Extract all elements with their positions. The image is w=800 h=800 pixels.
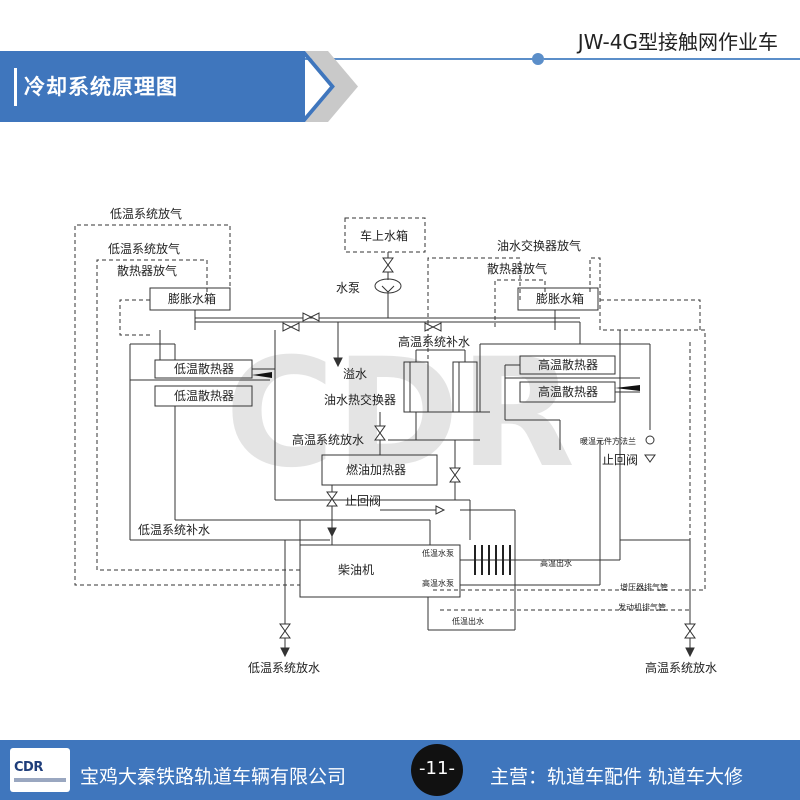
- label-low-temp-makeup: 低温系统补水: [138, 523, 210, 537]
- label-high-temp-outlet: 高温出水: [540, 558, 572, 568]
- expansion-tank-right: [517, 287, 599, 311]
- company-logo-text: CDR: [14, 760, 43, 775]
- label-fuel-heater: 燃油加热器: [346, 462, 406, 477]
- label-high-temp-makeup: 高温系统补水: [398, 334, 470, 349]
- label-onboard-water-tank: 车上水箱: [360, 228, 408, 243]
- page-number: -11-: [419, 758, 455, 779]
- company-name: 宝鸡大秦铁路轨道车辆有限公司: [80, 766, 347, 788]
- section-banner: [0, 51, 305, 122]
- label-radiator-vent-left: 散热器放气: [117, 263, 177, 278]
- page-number-badge: [411, 744, 463, 796]
- label-low-temp-radiator-2: 低温散热器: [174, 388, 234, 403]
- label-check-valve-right: 止回阀: [602, 453, 638, 467]
- fan-marker-right: [615, 385, 640, 391]
- banner-accent-bar: [14, 68, 17, 106]
- label-oil-water-hx: 油水热交换器: [324, 392, 396, 407]
- label-low-temp-outlet: 低温出水: [452, 616, 484, 626]
- valves: [279, 257, 696, 639]
- footer-bar: [0, 740, 800, 800]
- label-low-temp-vent-inner: 低温系统放气: [108, 241, 180, 256]
- label-high-temp-pump: 高温水泵: [422, 578, 454, 588]
- header-rule-dot: [532, 53, 544, 65]
- header-rule-right: [544, 58, 800, 60]
- low-temp-radiator-2: [154, 385, 253, 407]
- product-title: JW-4G型接触网作业车: [577, 30, 778, 54]
- water-pump-symbol: [374, 278, 402, 294]
- label-water-pump: 水泵: [336, 281, 360, 295]
- business-scope: 主营：轨道车配件 轨道车大修: [490, 766, 744, 788]
- label-low-temp-radiator-1: 低温散热器: [174, 361, 234, 376]
- diesel-engine: [299, 544, 461, 598]
- label-turbo-exhaust: 增压器排气管: [620, 582, 668, 592]
- label-high-temp-drain: 高温系统放水: [645, 660, 717, 675]
- label-check-valve-left: 止回阀: [345, 494, 381, 508]
- label-low-temp-vent-outer: 低温系统放气: [110, 206, 182, 221]
- expansion-tank-left: [149, 287, 231, 311]
- section-title: 冷却系统原理图: [24, 75, 178, 99]
- label-engine-exhaust: 发动机排气管: [618, 602, 666, 612]
- label-diesel-engine: 柴油机: [338, 563, 374, 577]
- label-high-temp-radiator-1: 高温散热器: [538, 357, 598, 372]
- fan-marker-left: [252, 372, 272, 378]
- label-high-temp-drain-mid: 高温系统放水: [292, 432, 364, 447]
- label-low-temp-drain: 低温系统放水: [248, 660, 320, 675]
- watermark-text: CDR: [225, 327, 575, 501]
- label-high-temp-radiator-2: 高温散热器: [538, 384, 598, 399]
- label-heater-flange: 暖温元件方法兰: [580, 436, 636, 446]
- label-oil-water-hx-vent: 油水交换器放气: [497, 238, 581, 253]
- watermark: CDR: [225, 327, 575, 501]
- label-low-temp-pump: 低温水泵: [422, 548, 454, 558]
- label-expansion-tank-left: 膨胀水箱: [168, 291, 216, 306]
- label-expansion-tank-right: 膨胀水箱: [536, 291, 584, 306]
- label-radiator-vent-right: 散热器放气: [487, 261, 547, 276]
- pump-bellows: [474, 545, 511, 575]
- label-overflow: 溢水: [343, 367, 367, 381]
- company-logo-underline: [14, 778, 66, 782]
- banner-chevron: [300, 51, 358, 122]
- company-logo: [10, 748, 70, 792]
